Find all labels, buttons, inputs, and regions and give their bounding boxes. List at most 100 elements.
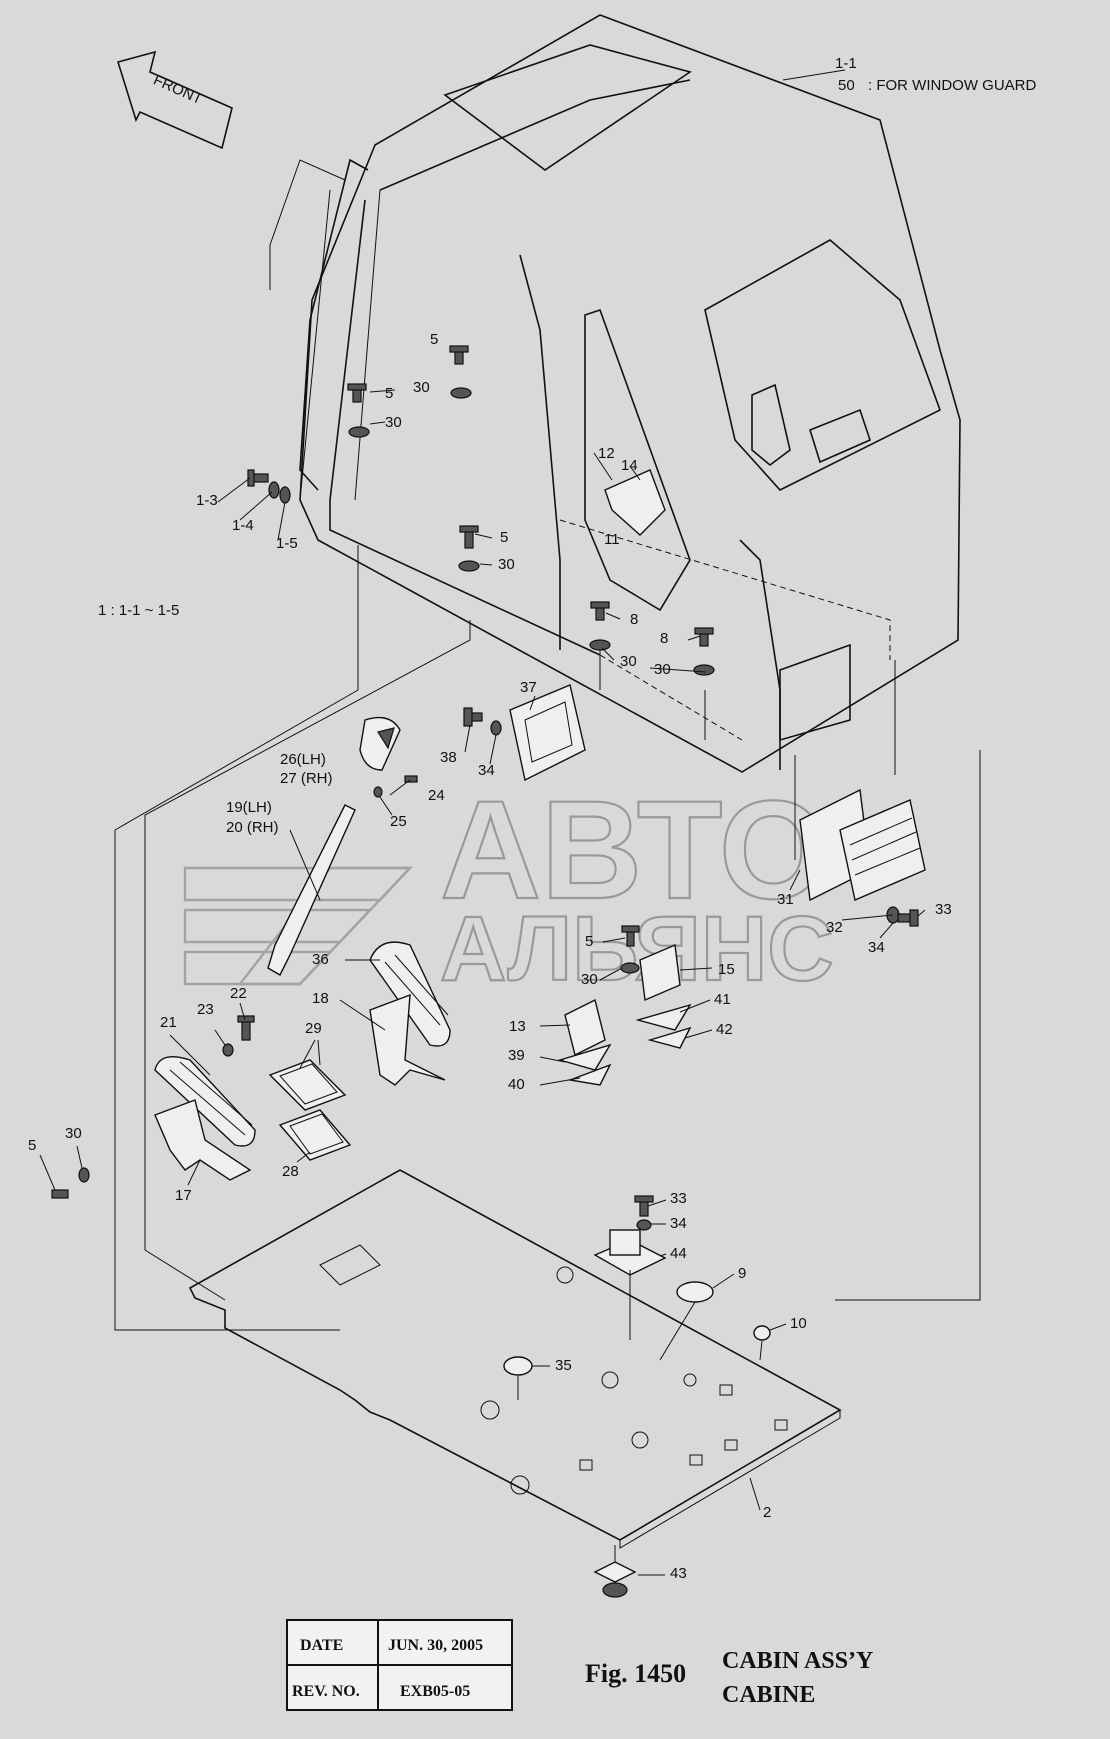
callout-1-3: 1-3 — [196, 492, 218, 509]
shim-39-icon — [557, 1043, 612, 1071]
callout-1-5: 1-5 — [276, 535, 298, 552]
callout-36: 36 — [312, 951, 329, 968]
pedal-21-icon — [154, 1056, 256, 1147]
washer-30b-icon — [348, 426, 370, 438]
callout-42: 42 — [716, 1021, 733, 1038]
bolt-22-icon — [237, 1015, 255, 1041]
callouts: 5 30 5 30 1-3 1-4 1-5 12 14 11 5 30 8 8 … — [28, 331, 952, 1582]
bolt-1-3-icon — [247, 469, 269, 487]
callout-18: 18 — [312, 990, 329, 1007]
callout-20: 20 (RH) — [226, 819, 279, 836]
washer-30a-icon — [450, 387, 472, 399]
title-english: CABIN ASS’Y — [722, 1648, 873, 1674]
lever-19-20-icon — [267, 804, 356, 976]
plug-9-icon — [676, 1281, 714, 1303]
washer-1-5-icon — [279, 486, 291, 504]
callout-40: 40 — [508, 1076, 525, 1093]
callout-23: 23 — [197, 1001, 214, 1018]
callout-39: 39 — [508, 1047, 525, 1064]
date-label: DATE — [300, 1637, 343, 1654]
callout-11: 11 — [604, 531, 620, 548]
washer-30c-icon — [458, 560, 480, 572]
callout-30b: 30 — [385, 414, 402, 431]
handle-11-icon — [604, 469, 666, 536]
bolt-8a-icon — [590, 601, 610, 621]
callout-33b: 33 — [670, 1190, 687, 1207]
rev-label: REV. NO. — [292, 1683, 360, 1700]
callout-30c: 30 — [498, 556, 515, 573]
window-guard-note: : FOR WINDOW GUARD — [868, 77, 1036, 94]
callout-34c: 34 — [670, 1215, 687, 1232]
front-arrow-icon: FRONT — [116, 50, 233, 150]
callout-30g: 30 — [65, 1125, 82, 1142]
bracket-13-icon — [564, 998, 606, 1057]
pedal-36-icon — [369, 941, 451, 1047]
callout-28: 28 — [282, 1163, 299, 1180]
callout-12: 12 — [598, 445, 615, 462]
callout-14: 14 — [621, 457, 638, 474]
bracket-18-icon — [369, 993, 446, 1086]
washer-34c-icon — [636, 1219, 652, 1231]
callout-38: 38 — [440, 749, 457, 766]
callout-31: 31 — [777, 891, 794, 908]
support-44-icon — [593, 1229, 667, 1276]
floor-plate-2-icon — [188, 1169, 842, 1549]
front-label: FRONT — [151, 71, 205, 108]
callout-30f: 30 — [581, 971, 598, 988]
knob-26-27-icon — [359, 716, 401, 771]
callout-29: 29 — [305, 1020, 322, 1037]
callout-26: 26(LH) — [280, 751, 326, 768]
bracket-17-icon — [154, 1099, 252, 1181]
grommet-35-icon — [503, 1356, 533, 1376]
bolt-5a-icon — [449, 345, 469, 365]
washer-30g-icon — [78, 1167, 90, 1183]
bolt-5b-icon — [347, 383, 367, 403]
cabin-frame — [269, 14, 961, 773]
date-value: JUN. 30, 2005 — [388, 1637, 483, 1654]
washer-25-icon — [373, 786, 383, 798]
leader-lines — [39, 389, 926, 1576]
callout-33a: 33 — [935, 901, 952, 918]
callout-8b: 8 — [660, 630, 668, 647]
ref-1-1: 1-1 — [835, 55, 857, 72]
washer-30e-icon — [693, 664, 715, 676]
bolt-8b-icon — [694, 627, 714, 647]
shim-40-icon — [567, 1063, 612, 1086]
callout-13: 13 — [509, 1018, 526, 1035]
callout-5c: 5 — [500, 529, 508, 546]
callout-30d: 30 — [620, 653, 637, 670]
bolt-33a-icon — [897, 909, 919, 927]
title-block: DATE JUN. 30, 2005 REV. NO. EXB05-05 Fig… — [286, 1619, 873, 1711]
callout-15: 15 — [718, 961, 735, 978]
callout-30e: 30 — [654, 661, 671, 678]
callout-37: 37 — [520, 679, 537, 696]
plate-29-icon — [268, 1059, 347, 1111]
bolt-33b-icon — [634, 1195, 654, 1217]
bolt-5e-icon — [51, 1189, 69, 1199]
washer-30d-icon — [589, 639, 611, 651]
callout-19: 19(LH) — [226, 799, 272, 816]
plate-28-icon — [278, 1109, 352, 1161]
fig-number: Fig. 1450 — [585, 1659, 686, 1688]
callout-25: 25 — [390, 813, 407, 830]
callout-8a: 8 — [630, 611, 638, 628]
callout-24: 24 — [428, 787, 445, 804]
callout-44: 44 — [670, 1245, 687, 1262]
shim-41-icon — [635, 1003, 692, 1031]
washer-23-icon — [222, 1043, 234, 1057]
title-french: CABINE — [722, 1682, 815, 1708]
callout-1-4: 1-4 — [232, 517, 254, 534]
bolt-5c-icon — [459, 525, 479, 549]
callout-10: 10 — [790, 1315, 807, 1332]
callout-27: 27 (RH) — [280, 770, 333, 787]
callout-17: 17 — [175, 1187, 192, 1204]
watermark-line2: АЛЬЯНС — [440, 898, 834, 1000]
callout-41: 41 — [714, 991, 731, 1008]
avtoalyans-logo-icon: АВТО АЛЬЯНС — [183, 770, 835, 1001]
callout-9: 9 — [738, 1265, 746, 1282]
callout-5a: 5 — [430, 331, 438, 348]
callout-32: 32 — [826, 919, 843, 936]
washer-34a-icon — [490, 720, 502, 736]
callout-43: 43 — [670, 1565, 687, 1582]
